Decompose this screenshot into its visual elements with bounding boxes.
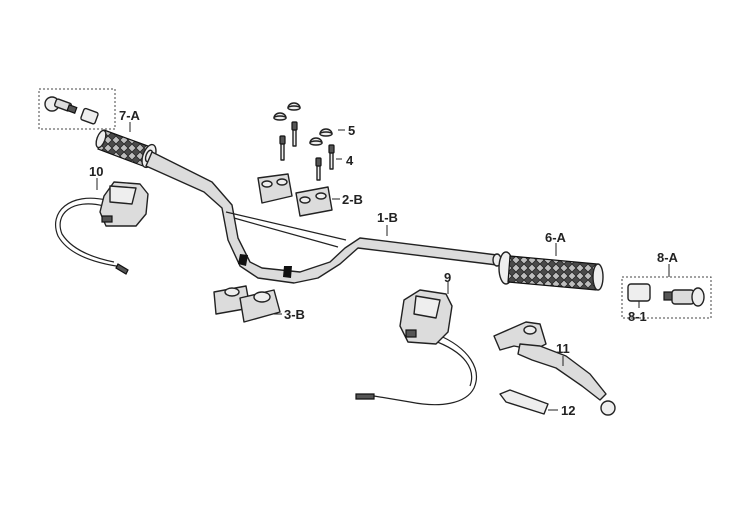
callout-7a-label: 7-A xyxy=(119,108,141,123)
bolt-cap xyxy=(319,128,333,137)
callout-1b: 1-B xyxy=(377,210,398,236)
right-switch-housing xyxy=(355,289,477,406)
lower-clamp xyxy=(239,289,281,323)
right-grip xyxy=(498,251,604,291)
bolt-cap xyxy=(309,137,323,146)
left-switch-housing xyxy=(55,181,149,275)
lever-cover xyxy=(499,389,549,415)
callout-8a: 8-A xyxy=(657,250,679,277)
bolt-cap xyxy=(273,112,287,121)
lower-clamps xyxy=(213,285,281,323)
callout-8-1: 8-1 xyxy=(628,301,647,324)
callout-5-label: 5 xyxy=(348,123,355,138)
bolt xyxy=(291,121,298,147)
callout-6a: 6-A xyxy=(545,230,567,256)
callout-12-label: 12 xyxy=(561,403,575,418)
callout-2b: 2-B xyxy=(332,192,363,207)
callout-4-label: 4 xyxy=(346,153,354,168)
kit-box-left xyxy=(38,88,116,130)
callout-8-1-label: 8-1 xyxy=(628,309,647,324)
callout-4: 4 xyxy=(336,153,354,168)
callout-11: 11 xyxy=(556,341,570,366)
callout-12: 12 xyxy=(548,403,575,418)
bolt xyxy=(328,144,335,170)
handlebar xyxy=(145,151,502,284)
callout-2b-label: 2-B xyxy=(342,192,363,207)
bolt xyxy=(279,135,286,161)
callout-10-label: 10 xyxy=(89,164,103,179)
bolt-cap xyxy=(287,102,301,111)
callout-11-label: 11 xyxy=(556,341,570,356)
callout-3b-label: 3-B xyxy=(284,307,305,322)
upper-clamp xyxy=(295,186,333,217)
bar-end-weight-right xyxy=(663,287,705,307)
callout-3b: 3-B xyxy=(274,307,305,322)
bar-end-kit-left xyxy=(38,88,116,130)
callout-5: 5 xyxy=(338,123,355,138)
callout-10: 10 xyxy=(89,164,103,190)
callout-9: 9 xyxy=(444,270,451,294)
bar-end-sleeve-left xyxy=(80,107,99,125)
upper-clamps xyxy=(257,173,333,217)
bar-end-sleeve-right xyxy=(627,283,651,302)
callout-6a-label: 6-A xyxy=(545,230,567,245)
lever-assembly xyxy=(493,321,616,416)
upper-clamp xyxy=(257,173,293,204)
callout-7a: 7-A xyxy=(119,108,141,132)
bolt xyxy=(315,157,322,181)
kit-box-right xyxy=(621,276,712,319)
callout-9-label: 9 xyxy=(444,270,451,285)
callout-8a-label: 8-A xyxy=(657,250,679,265)
bar-end-weight-left xyxy=(44,96,78,114)
callout-1b-label: 1-B xyxy=(377,210,398,225)
clamp-bolts xyxy=(273,102,335,181)
